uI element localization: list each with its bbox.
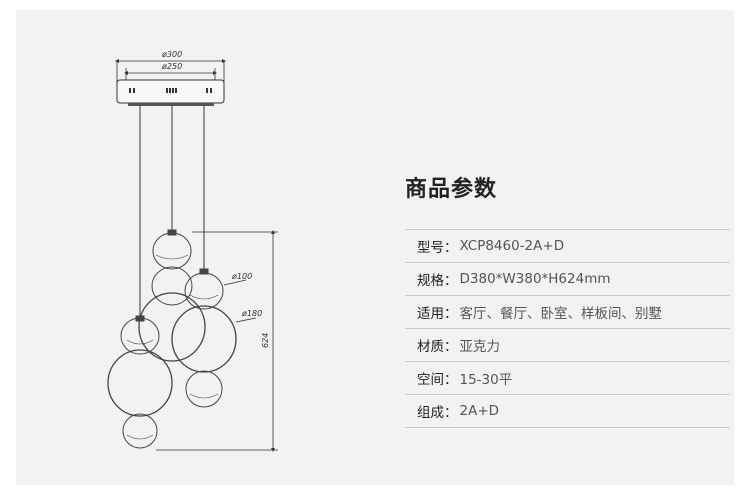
pendant-lamp-right [171, 268, 237, 408]
section-title: 商品参数 [405, 177, 498, 202]
param-label: 空间： [417, 372, 458, 388]
param-row-size: 规格： D380*W380*H624mm [405, 262, 730, 295]
product-dimension-drawing: ø300 ø250 [107, 50, 278, 452]
parameter-table: 型号： XCP8460-2A+D 规格： D380*W380*H624mm 适用… [405, 229, 730, 428]
canopy [116, 79, 225, 106]
pendant-lamp-middle [138, 229, 206, 362]
param-value: 客厅、餐厅、卧室、样板间、别墅 [459, 306, 663, 322]
canopy-dimension [115, 59, 226, 88]
content-panel: ø300 ø250 [16, 10, 734, 485]
param-value: D380*W380*H624mm [459, 271, 611, 287]
canopy-inner-diameter-label: ø250 [161, 62, 182, 71]
large-globe-diameter-label: ø180 [241, 309, 262, 318]
param-value: 15-30平 [459, 372, 513, 388]
param-label: 适用： [417, 306, 458, 322]
param-row-material: 材质： 亚克力 [405, 328, 730, 361]
height-dimension [156, 230, 278, 452]
globe-callouts [223, 279, 257, 323]
height-label: 624 [261, 333, 270, 348]
param-row-space: 空间： 15-30平 [405, 361, 730, 394]
param-label: 组成： [417, 405, 458, 421]
param-row-composition: 组成： 2A+D [405, 394, 730, 428]
suspension-wires [139, 106, 205, 318]
param-row-usage: 适用： 客厅、餐厅、卧室、样板间、别墅 [405, 295, 730, 328]
param-value: 亚克力 [459, 339, 501, 355]
param-row-model: 型号： XCP8460-2A+D [405, 229, 730, 262]
param-label: 规格： [417, 273, 458, 289]
product-parameters: 商品参数 型号： XCP8460-2A+D 规格： D380*W380*H624… [405, 175, 730, 428]
param-value: 2A+D [459, 403, 500, 419]
canopy-outer-diameter-label: ø300 [161, 50, 182, 59]
param-label: 型号： [417, 240, 458, 256]
param-value: XCP8460-2A+D [459, 238, 565, 254]
param-label: 材质： [417, 339, 458, 355]
small-globe-diameter-label: ø100 [231, 272, 252, 281]
